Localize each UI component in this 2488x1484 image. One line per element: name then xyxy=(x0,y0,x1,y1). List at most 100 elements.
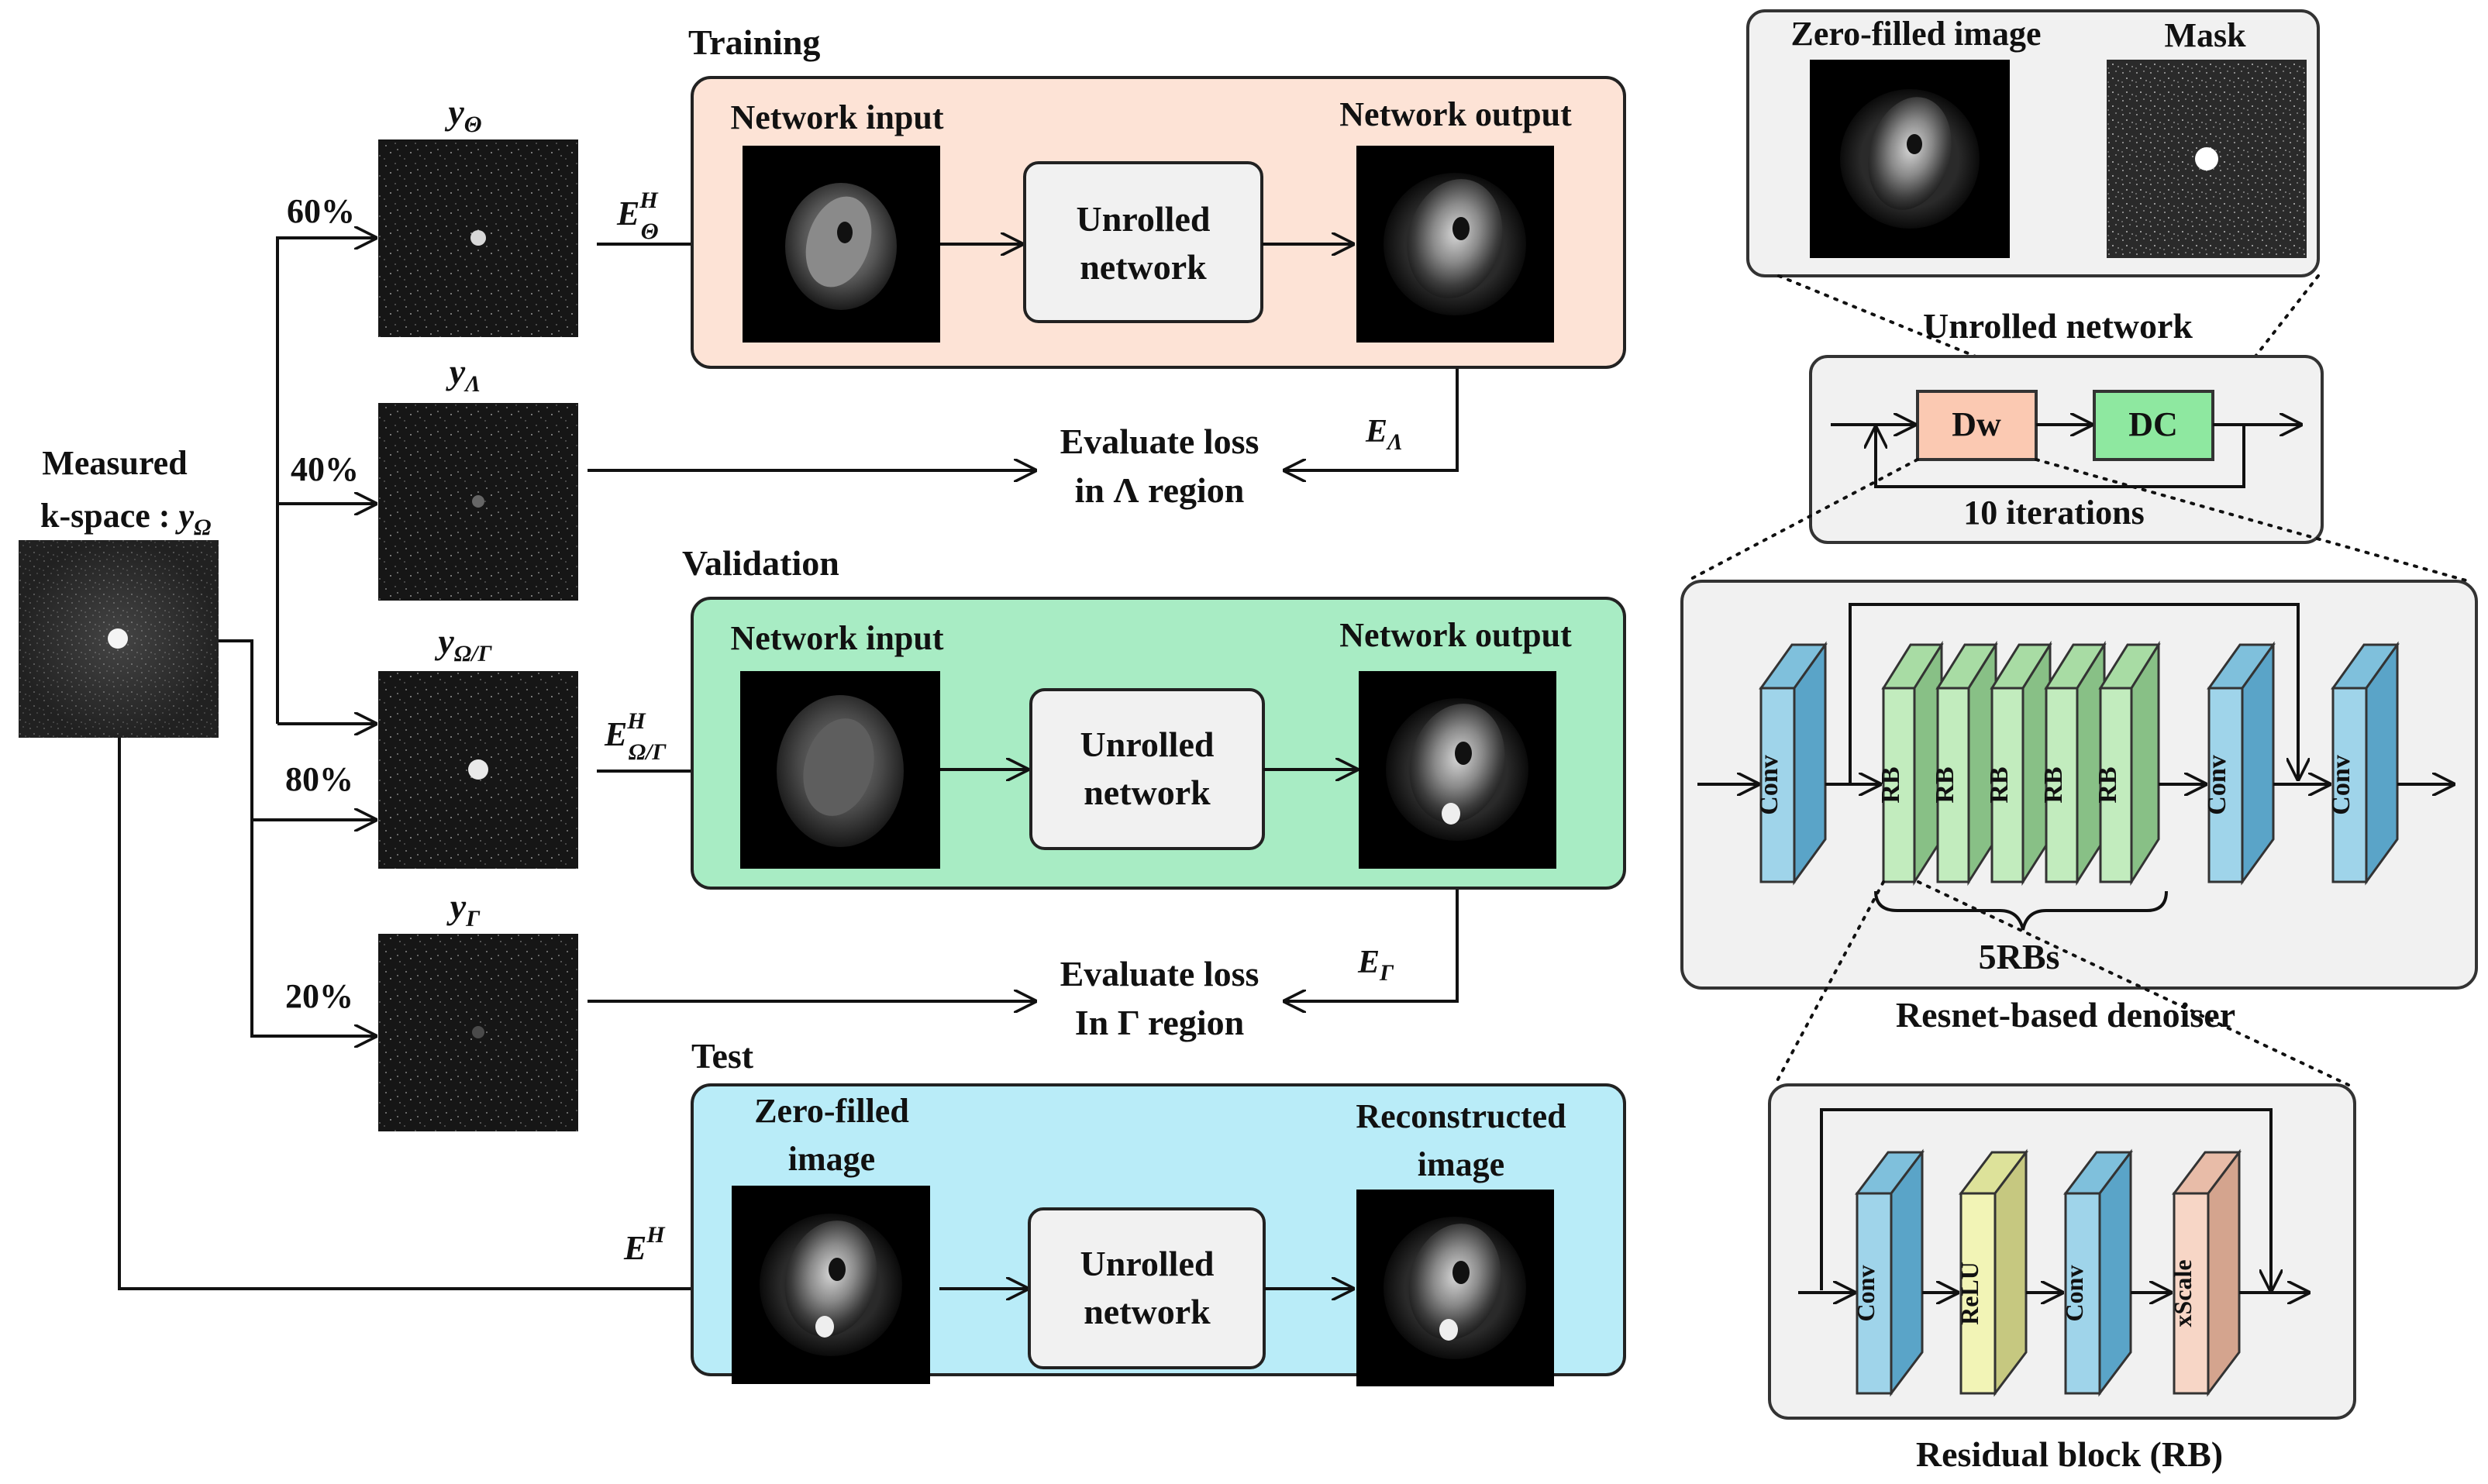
unrolled-title: Unrolled network xyxy=(1923,306,2193,346)
validation-title: Validation xyxy=(682,543,839,583)
denoiser-title: Resnet-based denoiser xyxy=(1896,995,2235,1035)
mask-label: Mask xyxy=(2164,16,2246,54)
pct-40: 40% xyxy=(291,450,359,488)
rb-block-4: RB xyxy=(2039,640,2107,887)
dotted-connector-dw-left xyxy=(1685,458,1919,583)
mask-image xyxy=(2107,60,2307,258)
test-output-image xyxy=(1356,1190,1554,1386)
dotted-connector-rb-right xyxy=(1917,880,2350,1086)
validation-input-image xyxy=(740,671,940,869)
zero-filled-image xyxy=(1810,60,2010,258)
y-theta-label: yΘ xyxy=(444,92,481,137)
svg-text:RB: RB xyxy=(1985,766,2014,803)
rb-block-2: RB xyxy=(1931,640,1998,887)
test-output-line2: image xyxy=(1418,1145,1504,1183)
y-omega-gamma-label: yΩ/Γ xyxy=(434,621,492,666)
dotted-connector-left xyxy=(1777,274,2110,412)
dc-label: DC xyxy=(2128,405,2178,443)
dotted-connector-dw-right xyxy=(2035,458,2470,583)
test-title: Test xyxy=(691,1036,754,1076)
svg-text:ReLU: ReLU xyxy=(1956,1262,1983,1325)
validation-net-line1: Unrolled xyxy=(1080,725,1215,764)
training-net-line1: Unrolled xyxy=(1077,199,1211,239)
arrow-to-test xyxy=(118,738,729,1289)
training-input-label: Network input xyxy=(730,98,943,136)
training-unrolled-network xyxy=(1023,161,1263,323)
measured-label-line2: k-space : yΩ xyxy=(40,497,211,540)
training-net-line2: network xyxy=(1080,247,1207,287)
validation-net-line2: network xyxy=(1084,773,1211,812)
validation-input-label: Network input xyxy=(730,619,943,657)
dw-block xyxy=(1916,390,2038,461)
svg-text:RB: RB xyxy=(1876,766,1905,803)
op-e-gamma: EΓ xyxy=(1357,945,1394,986)
test-net-line1: Unrolled xyxy=(1080,1244,1215,1283)
validation-output-label: Network output xyxy=(1339,616,1572,654)
pct-60: 60% xyxy=(287,192,355,230)
svg-text:Conv: Conv xyxy=(2203,755,2231,814)
dc-block xyxy=(2093,390,2214,461)
test-input-line2: image xyxy=(788,1140,875,1178)
dotted-connector-rb-left xyxy=(1773,880,1885,1086)
y-theta-image xyxy=(378,139,578,337)
y-gamma-image xyxy=(378,934,578,1131)
y-omega-gamma-image xyxy=(378,671,578,869)
svg-text:Conv: Conv xyxy=(1755,755,1783,814)
loss-gamma-line2: In Γ region xyxy=(1075,1003,1244,1042)
svg-text:xScale: xScale xyxy=(2169,1259,2197,1327)
validation-unrolled-network xyxy=(1029,688,1265,850)
iteration-loop-arrow xyxy=(1876,425,2245,488)
denoiser-skip-arrow xyxy=(1849,603,2298,783)
iterations-label: 10 iterations xyxy=(1963,494,2144,532)
rb-block-5: RB xyxy=(2093,640,2161,887)
y-lambda-image xyxy=(378,403,578,601)
residual-skip-arrow xyxy=(1820,1108,2271,1290)
arrow-to-y-gamma xyxy=(250,820,375,1036)
residual-title: Residual block (RB) xyxy=(1916,1434,2223,1474)
rb-brace xyxy=(1874,890,2168,931)
training-output-image xyxy=(1356,146,1554,343)
dw-label: Dw xyxy=(1952,405,2001,443)
denoiser-conv-2: Conv xyxy=(2203,641,2276,886)
residual-conv-1: Conv xyxy=(1852,1148,1925,1397)
svg-text:RB: RB xyxy=(2093,766,2122,803)
svg-text:RB: RB xyxy=(1931,766,1959,803)
denoiser-conv-3: Conv xyxy=(2327,641,2400,886)
denoiser-conv-1: Conv xyxy=(1755,641,1828,886)
arrow-output-to-loss-lambda xyxy=(1285,358,1459,470)
test-unrolled-network xyxy=(1028,1207,1266,1369)
residual-relu: ReLU xyxy=(1956,1148,2029,1397)
arrow-output-to-loss-gamma xyxy=(1285,872,1459,1001)
op-e-h: EH xyxy=(623,1222,666,1267)
svg-text:Conv: Conv xyxy=(2327,755,2355,814)
svg-text:RB: RB xyxy=(2039,766,2068,803)
loss-gamma-line1: Evaluate loss xyxy=(1060,954,1260,993)
rb-block-1: RB xyxy=(1876,640,1944,887)
zero-filled-label: Zero-filled image xyxy=(1791,15,2042,53)
test-net-line2: network xyxy=(1084,1292,1211,1331)
training-output-label: Network output xyxy=(1339,95,1572,133)
test-output-line1: Reconstructed xyxy=(1356,1097,1566,1135)
residual-xscale: xScale xyxy=(2169,1148,2242,1397)
training-title: Training xyxy=(688,22,820,62)
training-input-image xyxy=(743,146,940,343)
loss-lambda-line1: Evaluate loss xyxy=(1060,422,1260,461)
test-input-image xyxy=(732,1186,930,1384)
pct-20: 20% xyxy=(285,977,353,1015)
residual-conv-2: Conv xyxy=(2060,1148,2134,1397)
pct-80: 80% xyxy=(285,760,353,798)
y-gamma-label: yΓ xyxy=(446,887,481,931)
y-lambda-label: yΛ xyxy=(446,352,481,397)
op-e-lambda: EΛ xyxy=(1365,414,1403,455)
arrow-to-y-theta xyxy=(276,238,375,724)
measured-kspace-image xyxy=(19,540,219,738)
measured-label-line1: Measured xyxy=(42,444,187,482)
svg-text:Conv: Conv xyxy=(2060,1265,2088,1322)
validation-output-image xyxy=(1359,671,1556,869)
test-input-line1: Zero-filled xyxy=(754,1092,909,1130)
route-80-line xyxy=(219,639,281,821)
svg-text:Conv: Conv xyxy=(1852,1265,1880,1322)
